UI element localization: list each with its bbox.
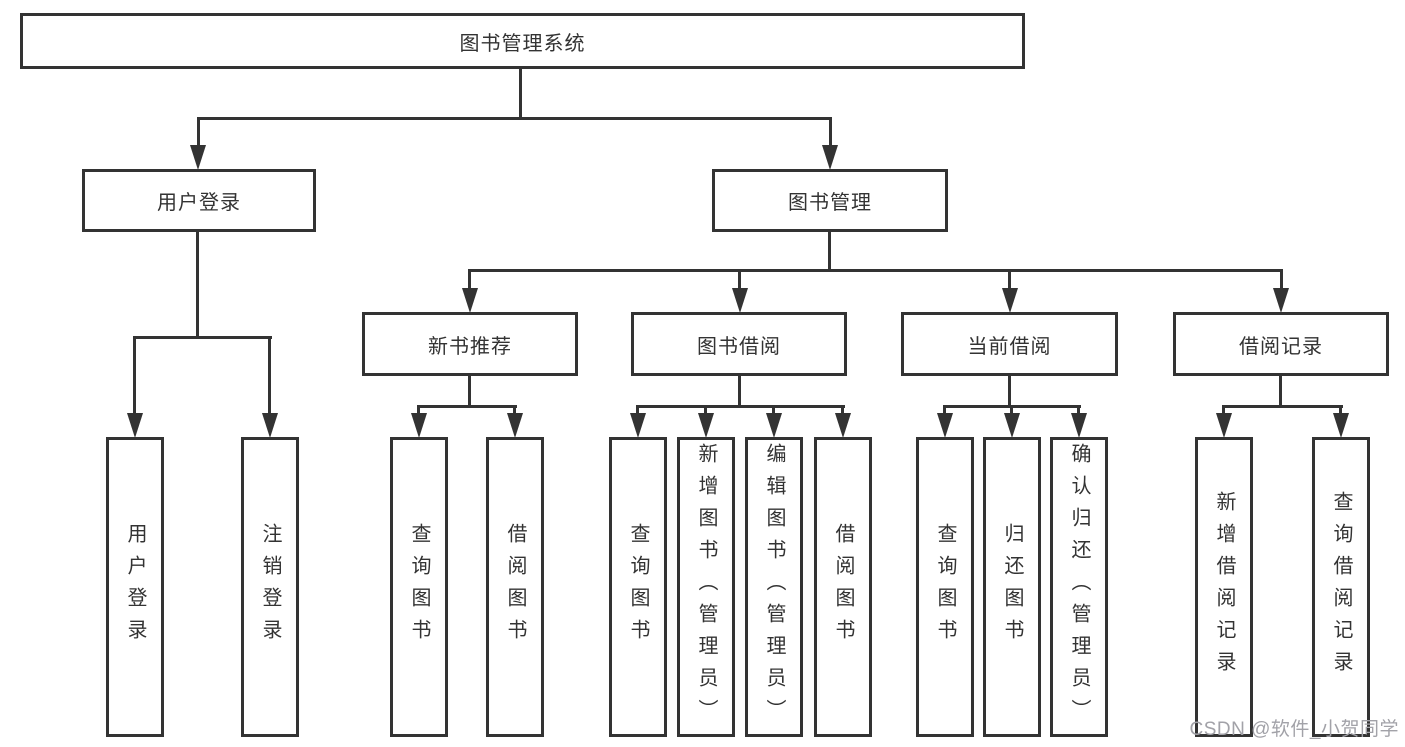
borrow-drop-line xyxy=(704,405,707,415)
records-drop-line xyxy=(1222,405,1225,415)
node-root-label: 图书管理系统 xyxy=(459,32,586,55)
node-book-borrow-label: 图书借阅 xyxy=(697,335,781,358)
records-stem-line xyxy=(1279,376,1282,408)
books-branch-line xyxy=(468,269,1283,272)
books-drop-line xyxy=(738,269,741,290)
node-root: 图书管理系统 xyxy=(20,13,1025,69)
arrow-down-icon xyxy=(1002,288,1018,313)
node-new-book-recommend: 新书推荐 xyxy=(362,312,578,376)
leaf-user-login: 用户登录 xyxy=(106,437,164,737)
arrow-down-icon xyxy=(411,413,427,438)
node-borrow-records: 借阅记录 xyxy=(1173,312,1389,376)
login-drop-line xyxy=(268,336,271,415)
leaf-user-login-label: 用户登录 xyxy=(124,523,146,651)
arrow-down-icon xyxy=(262,413,278,438)
node-user-login: 用户登录 xyxy=(82,169,316,232)
leaf-recommend-borrow-books-label: 借阅图书 xyxy=(504,523,526,651)
node-current-borrow: 当前借阅 xyxy=(901,312,1118,376)
arrow-down-icon xyxy=(1071,413,1087,438)
arrow-down-icon xyxy=(822,145,838,170)
records-drop-line xyxy=(1339,405,1342,415)
leaf-logout-label: 注销登录 xyxy=(259,523,281,651)
leaf-recommend-query-books-label: 查询图书 xyxy=(408,523,430,651)
borrow-stem-line xyxy=(738,376,741,408)
leaf-borrow-borrow-books: 借阅图书 xyxy=(814,437,872,737)
leaf-borrow-query-books-label: 查询图书 xyxy=(627,523,649,651)
current-stem-line xyxy=(1008,376,1011,408)
leaf-records-query-record-label: 查询借阅记录 xyxy=(1330,491,1352,683)
leaf-recommend-query-books: 查询图书 xyxy=(390,437,448,737)
recommend-drop-line xyxy=(417,405,420,415)
arrow-down-icon xyxy=(835,413,851,438)
leaf-records-add-record-label: 新增借阅记录 xyxy=(1213,491,1235,683)
leaf-current-query-books: 查询图书 xyxy=(916,437,974,737)
current-drop-line xyxy=(1010,405,1013,415)
node-book-management-label: 图书管理 xyxy=(788,192,872,214)
borrow-branch-line xyxy=(636,405,845,408)
node-user-login-label: 用户登录 xyxy=(157,192,241,214)
leaf-records-add-record: 新增借阅记录 xyxy=(1195,437,1253,737)
watermark: CSDN @软件_小贺同学 xyxy=(1189,719,1399,740)
arrow-down-icon xyxy=(1273,288,1289,313)
recommend-drop-line xyxy=(513,405,516,415)
arrow-down-icon xyxy=(1216,413,1232,438)
root-drop-left-line xyxy=(197,117,200,147)
leaf-current-confirm-return-admin-label: 确认归还（管理员） xyxy=(1068,443,1090,731)
leaf-current-query-books-label: 查询图书 xyxy=(934,523,956,651)
login-stem-line xyxy=(196,232,199,338)
node-book-management: 图书管理 xyxy=(712,169,948,232)
login-drop-line xyxy=(133,336,136,415)
root-drop-right-line xyxy=(829,117,832,147)
arrow-down-icon xyxy=(507,413,523,438)
arrow-down-icon xyxy=(937,413,953,438)
arrow-down-icon xyxy=(766,413,782,438)
books-drop-line xyxy=(1280,269,1283,290)
borrow-drop-line xyxy=(772,405,775,415)
leaf-current-return-books-label: 归还图书 xyxy=(1001,523,1023,651)
node-book-borrow: 图书借阅 xyxy=(631,312,847,376)
records-branch-line xyxy=(1222,405,1343,408)
leaf-borrow-edit-books-admin-label: 编辑图书（管理员） xyxy=(763,443,785,731)
borrow-drop-line xyxy=(636,405,639,415)
leaf-borrow-query-books: 查询图书 xyxy=(609,437,667,737)
books-drop-line xyxy=(468,269,471,290)
arrow-down-icon xyxy=(1004,413,1020,438)
arrow-down-icon xyxy=(1333,413,1349,438)
arrow-down-icon xyxy=(732,288,748,313)
arrow-down-icon xyxy=(462,288,478,313)
recommend-stem-line xyxy=(468,376,471,408)
books-stem-line xyxy=(828,232,831,272)
arrow-down-icon xyxy=(127,413,143,438)
root-branch-line xyxy=(197,117,832,120)
arrow-down-icon xyxy=(698,413,714,438)
arrow-down-icon xyxy=(190,145,206,170)
borrow-drop-line xyxy=(841,405,844,415)
leaf-records-query-record: 查询借阅记录 xyxy=(1312,437,1370,737)
leaf-recommend-borrow-books: 借阅图书 xyxy=(486,437,544,737)
current-drop-line xyxy=(943,405,946,415)
recommend-branch-line xyxy=(417,405,517,408)
node-new-book-recommend-label: 新书推荐 xyxy=(428,335,512,358)
leaf-logout: 注销登录 xyxy=(241,437,299,737)
leaf-borrow-add-books-admin: 新增图书（管理员） xyxy=(677,437,735,737)
leaf-borrow-edit-books-admin: 编辑图书（管理员） xyxy=(745,437,803,737)
node-current-borrow-label: 当前借阅 xyxy=(967,335,1052,358)
root-stem-line xyxy=(519,69,522,119)
leaf-current-return-books: 归还图书 xyxy=(983,437,1041,737)
books-drop-line xyxy=(1008,269,1011,290)
current-drop-line xyxy=(1077,405,1080,415)
leaf-current-confirm-return-admin: 确认归还（管理员） xyxy=(1050,437,1108,737)
node-borrow-records-label: 借阅记录 xyxy=(1239,335,1323,358)
login-branch-line xyxy=(133,336,272,339)
leaf-borrow-add-books-admin-label: 新增图书（管理员） xyxy=(695,443,717,731)
arrow-down-icon xyxy=(630,413,646,438)
leaf-borrow-borrow-books-label: 借阅图书 xyxy=(832,523,854,651)
